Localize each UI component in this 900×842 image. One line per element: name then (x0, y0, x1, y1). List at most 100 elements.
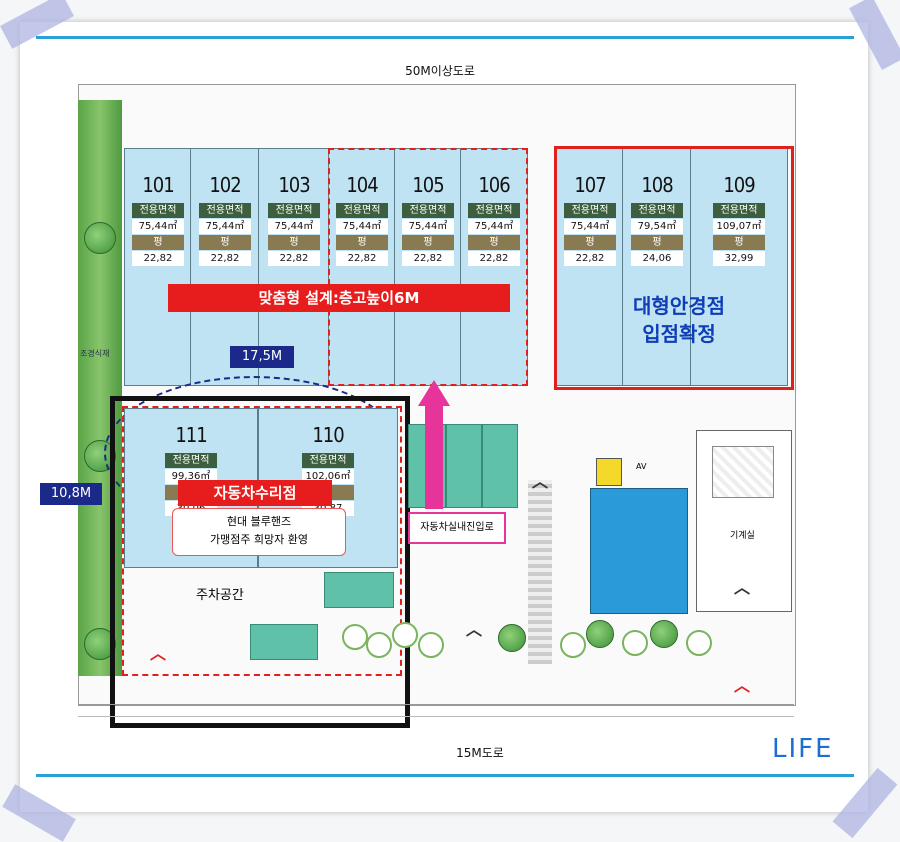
machine-room-label: 기계실 (730, 531, 755, 541)
tree-icon (342, 624, 368, 650)
tree-icon (366, 632, 392, 658)
pyeong-value: 22,82 (268, 251, 320, 266)
area-label: 전용면적 (468, 203, 520, 218)
parked-car (446, 424, 482, 508)
entry-arrow-icon: ︿ (466, 620, 483, 639)
tree-icon (650, 620, 678, 648)
area-label: 전용면적 (165, 453, 217, 468)
car-entrance-label: 자동차실내진입로 (408, 512, 506, 544)
repair-shop-dashed (122, 406, 402, 676)
entry-arrow-icon: ︿ (734, 578, 751, 597)
anchor-tenant-zone (554, 146, 794, 390)
parked-car (250, 624, 318, 660)
pyeong-label: 평 (468, 235, 520, 250)
parking-label: 주차공간 (196, 588, 244, 603)
dimension-width-label: 17,5M (230, 346, 294, 368)
pyeong-label: 평 (564, 235, 616, 250)
area-value: 75,44㎡ (268, 219, 320, 234)
ev-label: AV (636, 462, 647, 471)
pyeong-value: 22,82 (132, 251, 184, 266)
area-label: 전용면적 (564, 203, 616, 218)
tree-icon (622, 630, 648, 656)
unit-number: 109 (723, 173, 755, 197)
area-label: 전용면적 (268, 203, 320, 218)
area-value: 79,54㎡ (631, 219, 683, 234)
restroom-block (590, 488, 688, 614)
area-value: 75,44㎡ (564, 219, 616, 234)
area-value: 109,07㎡ (713, 219, 765, 234)
custom-design-banner: 맞춤형 설계:층고높이6M (168, 284, 510, 312)
pyeong-value: 22,82 (468, 251, 520, 266)
unit-number: 103 (278, 173, 310, 197)
parked-car (482, 424, 518, 508)
area-value: 75,44㎡ (402, 219, 454, 234)
tree-icon (560, 632, 586, 658)
anchor-tenant-line2: 입점확정 (642, 322, 716, 346)
dimension-height-label: 10,8M (40, 483, 102, 505)
area-label: 전용면적 (713, 203, 765, 218)
unit-number: 108 (641, 173, 673, 197)
area-value: 75,44㎡ (132, 219, 184, 234)
pyeong-label: 평 (132, 235, 184, 250)
pyeong-label: 평 (336, 235, 388, 250)
anchor-tenant-line1: 대형안경점 (633, 294, 725, 318)
area-label: 전용면적 (402, 203, 454, 218)
custom-design-zone (328, 148, 528, 386)
entry-arrow-icon: ︿ (532, 472, 549, 491)
tree-icon (586, 620, 614, 648)
pyeong-label: 평 (268, 235, 320, 250)
pyeong-label: 평 (713, 235, 765, 250)
area-value: 75,44㎡ (199, 219, 251, 234)
unit-number: 106 (478, 173, 510, 197)
bottom-rule (36, 774, 854, 777)
area-value: 75,44㎡ (336, 219, 388, 234)
unit-number: 104 (346, 173, 378, 197)
dimension-arc (104, 376, 404, 530)
car-entrance-arrow-icon (418, 380, 450, 406)
road-top-label: 50M이상도로 (405, 64, 475, 78)
pyeong-label: 평 (199, 235, 251, 250)
tree-icon (418, 632, 444, 658)
pyeong-value: 22,82 (402, 251, 454, 266)
repair-shop-note: 현대 블루핸즈 가맹점주 희망자 환영 (172, 508, 346, 556)
tree-icon (498, 624, 526, 652)
parked-car (324, 572, 394, 608)
tree-icon (686, 630, 712, 656)
road-edge (78, 716, 794, 717)
road-bottom-label: 15M도로 (456, 746, 504, 760)
entry-arrow-icon: ︿ (734, 676, 751, 695)
area-label: 전용면적 (302, 453, 354, 468)
area-label: 전용면적 (132, 203, 184, 218)
pyeong-label: 평 (402, 235, 454, 250)
unit-number: 101 (142, 173, 174, 197)
pyeong-value: 24,06 (631, 251, 683, 266)
repair-shop-line1: 현대 블루핸즈 (226, 515, 292, 528)
unit-number: 107 (574, 173, 606, 197)
car-entrance-shaft (425, 405, 443, 509)
area-label: 전용면적 (631, 203, 683, 218)
pyeong-value: 22,82 (336, 251, 388, 266)
unit-number: 111 (175, 423, 207, 447)
elevator-icon (596, 458, 622, 486)
area-value: 75,44㎡ (468, 219, 520, 234)
pyeong-label: 평 (631, 235, 683, 250)
repair-shop-line2: 가맹점주 희망자 환영 (209, 533, 309, 546)
tree-icon (84, 222, 116, 254)
tree-icon (392, 622, 418, 648)
area-label: 전용면적 (199, 203, 251, 218)
pyeong-value: 22,82 (199, 251, 251, 266)
machine-room (712, 446, 774, 498)
top-rule (36, 36, 854, 39)
unit-number: 105 (412, 173, 444, 197)
brand-logo: LIFE (772, 734, 834, 764)
repair-shop-title: 자동차수리점 (178, 480, 332, 506)
entry-arrow-icon: ︿ (150, 644, 167, 663)
pyeong-value: 22,82 (564, 251, 616, 266)
green-strip-label: 조경식재 (80, 349, 110, 358)
